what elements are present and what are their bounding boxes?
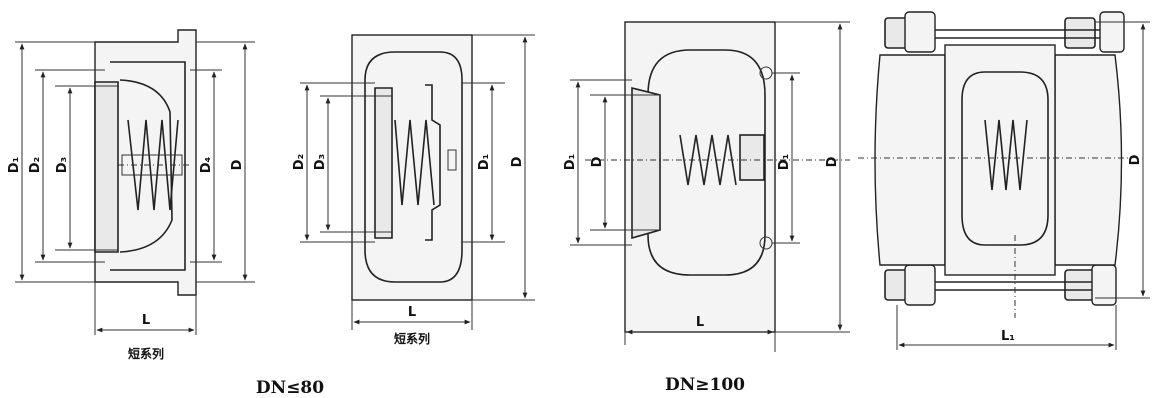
- fig4-left-flange: [874, 54, 946, 266]
- fig3-label-D: D: [590, 156, 605, 167]
- fig2-label-D3: D₃: [313, 154, 328, 171]
- fig1-label-D4: D₄: [199, 156, 214, 173]
- fig4-label-D: D: [1128, 154, 1143, 165]
- figure-1-short-series: D₁ D₂ D₃ D₄ D L 短系列: [7, 29, 255, 361]
- fig1-label-D: D: [230, 159, 245, 170]
- fig2-disc: [425, 84, 441, 241]
- fig3-seat-ring: [631, 86, 661, 240]
- fig2-label-D: D: [510, 156, 525, 167]
- figure-3-large-valve: D₁ D D₁ D L: [563, 21, 850, 352]
- group-caption-large: DN≥100: [665, 375, 745, 395]
- fig4-nut-top-right: [1064, 17, 1096, 49]
- figure-2-short-series: D₂ D₃ D₁ D L 短系列: [292, 34, 535, 346]
- fig2-valve-body: [351, 34, 473, 301]
- fig3-label-L: L: [696, 315, 704, 330]
- fig3-label-D1a: D₁: [563, 154, 578, 171]
- figure-4-flanged-valve: D L₁: [858, 11, 1150, 350]
- fig4-label-L1: L₁: [1001, 329, 1015, 344]
- fig1-label-D3: D₃: [55, 157, 70, 174]
- fig2-seat-ring: [374, 87, 393, 239]
- fig3-label-D1b: D₁: [777, 154, 792, 171]
- fig1-seat-ring: [94, 81, 119, 253]
- group-caption-small: DN≤80: [256, 378, 324, 398]
- fig3-label-D2: D: [825, 156, 840, 167]
- fig4-right-flange: [1054, 54, 1123, 266]
- fig1-label-D2: D₂: [28, 157, 43, 174]
- fig4-inner-cavity: [961, 71, 1049, 246]
- fig2-label-L: L: [408, 305, 416, 320]
- fig2-inner-cavity: [364, 51, 463, 283]
- fig4-spring: [984, 119, 1028, 191]
- fig2-caption: 短系列: [394, 331, 430, 346]
- fig1-label-D1: D₁: [7, 157, 22, 174]
- fig2-label-D2: D₂: [292, 154, 307, 171]
- fig4-valve-body: [944, 44, 1056, 276]
- fig2-spring: [394, 119, 435, 206]
- fig1-spring: [127, 119, 179, 211]
- fig1-inner-cavity: [110, 61, 186, 271]
- fig2-label-D1: D₁: [477, 154, 492, 171]
- fig1-caption: 短系列: [128, 346, 164, 361]
- fig3-guide: [739, 134, 765, 181]
- fig1-label-L: L: [142, 313, 150, 328]
- fig4-nut-bottom-right: [1064, 269, 1096, 301]
